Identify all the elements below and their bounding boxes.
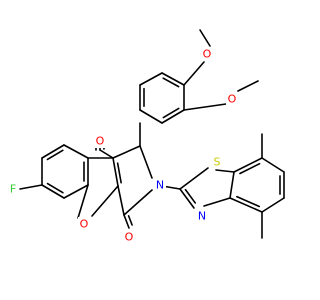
benzothiazole-bond xyxy=(229,197,263,213)
atom-label-layer: O O O O O F N N S xyxy=(7,47,238,244)
atom-label-o-ketone: O xyxy=(96,135,105,148)
molecule-structure: O O O O O F N N S xyxy=(7,29,285,244)
bond-thz xyxy=(215,169,235,173)
benzothiazole-bond xyxy=(261,157,285,173)
phenyl-bond xyxy=(161,72,185,86)
benzo-bond xyxy=(63,144,89,159)
atom-label-background xyxy=(211,155,223,169)
phenyl-bond xyxy=(161,109,185,124)
atom-label-o-methoxy-side: O xyxy=(228,93,237,106)
atom-label-o-amide: O xyxy=(125,231,134,244)
benzothiazole-bond-inner xyxy=(236,195,261,208)
atom-label-background xyxy=(201,47,213,61)
phenyl-bond xyxy=(139,109,163,124)
atom-label-background xyxy=(94,134,106,148)
atom-label-o-methoxy-top: O xyxy=(203,48,212,61)
bond-c-ketone xyxy=(99,149,114,159)
bond-o-ch3-2 xyxy=(237,80,259,92)
benzo-bond-inner xyxy=(46,149,64,161)
atom-label-sulfur: S xyxy=(214,156,221,169)
bond-core xyxy=(139,145,153,179)
benzothiazole-bond xyxy=(261,197,285,213)
bond-core xyxy=(123,189,153,216)
bond-c-o-amide xyxy=(123,214,130,229)
bond-thz xyxy=(203,197,231,207)
atom-label-o-ring: O xyxy=(80,218,89,231)
atom-label-fluorine: F xyxy=(10,183,16,196)
bond-layer xyxy=(19,29,285,239)
phenyl-bond-inner xyxy=(162,77,180,88)
bond-c-o-amide-inner xyxy=(127,215,133,226)
bond-thz xyxy=(179,167,209,190)
atom-label-background xyxy=(154,178,166,192)
benzo-bond xyxy=(41,144,65,159)
bond-core-dbl xyxy=(112,157,119,187)
atom-label-n-thiazole: N xyxy=(198,210,206,223)
atom-label-background xyxy=(226,92,238,106)
benzo-bond xyxy=(63,184,89,199)
bond-c-o-methoxy xyxy=(183,61,205,86)
atom-label-background xyxy=(78,217,90,231)
bond-c-o-methoxy2 xyxy=(183,103,227,111)
bond-o-ch3 xyxy=(199,29,211,47)
bond-ring-o xyxy=(91,185,119,217)
bond-core-dbl-inner xyxy=(116,162,122,184)
bond-ar-o xyxy=(77,184,89,219)
atom-label-background xyxy=(196,209,208,223)
bond-c-f xyxy=(19,184,43,190)
bond-thz-dbl-inner xyxy=(184,188,197,204)
bond-core xyxy=(112,145,141,159)
benzo-bond xyxy=(41,184,65,199)
benzothiazole-bond-inner xyxy=(239,162,261,175)
benzothiazole-bond xyxy=(233,157,263,173)
phenyl-bond-inner xyxy=(162,107,180,119)
atom-label-background xyxy=(7,182,19,196)
bond-thz-dbl xyxy=(179,188,195,209)
atom-label-n-lactam: N xyxy=(156,179,164,192)
benzothiazole-bond xyxy=(229,171,235,199)
bond-core xyxy=(117,185,125,216)
phenyl-bond xyxy=(139,72,163,86)
atom-label-background xyxy=(123,230,135,244)
benzo-bond-inner xyxy=(46,182,64,194)
